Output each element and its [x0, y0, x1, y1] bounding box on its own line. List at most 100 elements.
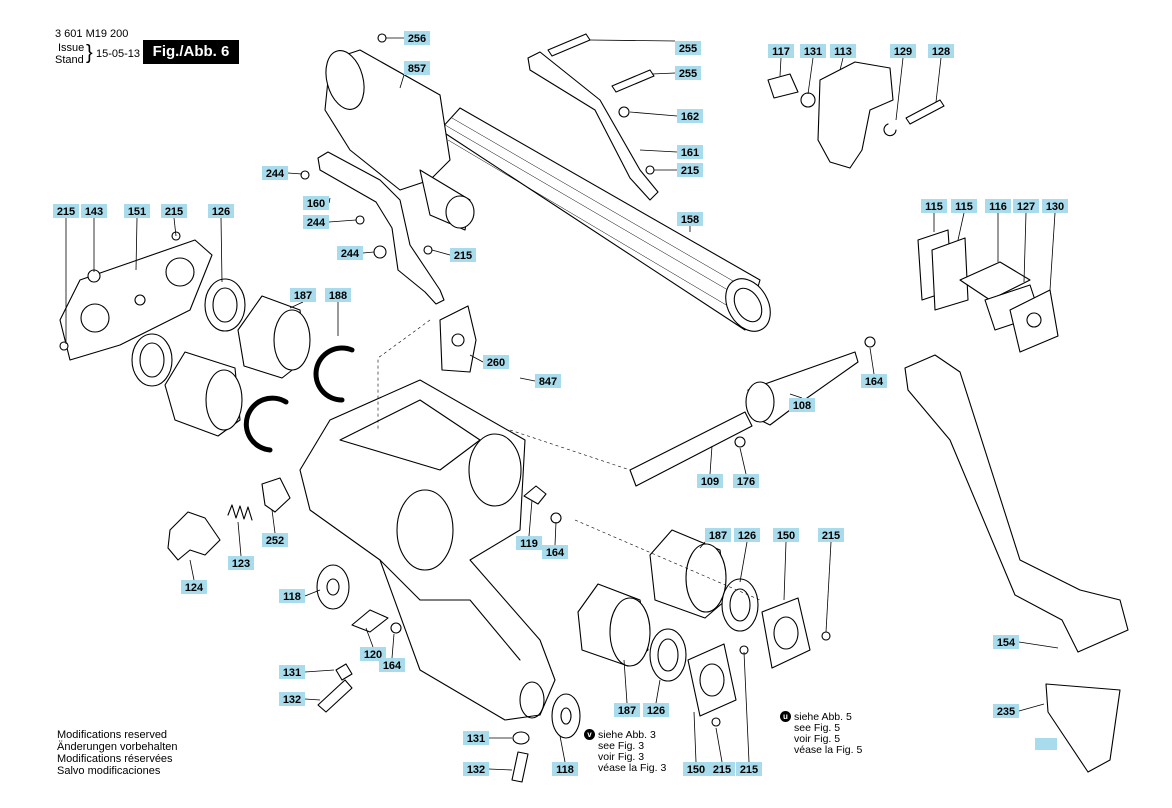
leader-line [655, 679, 661, 704]
callout-number: 126 [738, 530, 756, 542]
callout-box [228, 556, 254, 570]
callout-number: 118 [283, 591, 301, 603]
callout-box [800, 44, 826, 58]
callout-box [516, 536, 542, 550]
callout-box [697, 474, 723, 488]
callout-box [614, 703, 640, 717]
see-fig5-note: siehe Abb. 5 see Fig. 5 voir Fig. 5 véas… [794, 712, 862, 756]
callout-box [675, 41, 701, 55]
callout-box [773, 528, 799, 542]
filter-116 [959, 261, 1031, 301]
plate-150-a [761, 597, 811, 669]
ring-126-d [649, 628, 687, 682]
callout-box [1013, 199, 1039, 213]
see-fig3-marker: v [584, 729, 595, 740]
leader-line [895, 57, 904, 121]
clip-119 [523, 485, 547, 505]
callout-box [262, 166, 288, 180]
leader-line [391, 633, 395, 659]
nut-131-a [335, 663, 353, 681]
note-line: véase la Fig. 3 [598, 762, 667, 774]
note-line: véase la Fig. 5 [794, 744, 863, 756]
main-housing [299, 379, 556, 721]
leader-line [807, 57, 814, 95]
callout-number: 857 [408, 63, 426, 75]
callout-number: 120 [364, 649, 382, 661]
callout-box [861, 374, 887, 388]
screw-176 [734, 436, 746, 448]
filter-130 [1009, 289, 1059, 353]
callout-number: 187 [618, 705, 636, 717]
callout-number: 127 [1017, 201, 1035, 213]
leader-line [589, 39, 676, 42]
notice-line: Salvo modificaciones [57, 765, 161, 777]
leader-line [839, 57, 844, 71]
callout-box [734, 528, 760, 542]
callout-number: 164 [546, 547, 565, 559]
callout-number: 255 [679, 68, 697, 80]
callout-number: 123 [232, 558, 250, 570]
leader-line [220, 217, 223, 283]
callout-box [709, 762, 735, 776]
callout-number: 113 [834, 46, 852, 58]
callout-number: 164 [383, 660, 402, 672]
screw-164-a [864, 336, 876, 348]
leader-line [715, 727, 723, 763]
spring-123 [227, 504, 253, 521]
callout-number: 188 [329, 290, 347, 302]
callout-number: 252 [266, 535, 284, 547]
color-swatch [1035, 738, 1057, 750]
callout-number: 215 [713, 764, 731, 776]
leader-line [362, 251, 375, 254]
leader-line [189, 559, 195, 581]
washer-118-b [551, 693, 581, 739]
callout-box [928, 44, 954, 58]
leader-line [271, 509, 276, 534]
screw-244-c [373, 245, 387, 259]
screw-255-a [547, 33, 591, 57]
screw-215-r1 [821, 631, 831, 641]
note-line: see Fig. 5 [794, 722, 841, 734]
callout-number: 235 [997, 706, 1015, 718]
callout-box [643, 703, 669, 717]
callout-number: 115 [925, 201, 943, 213]
callout-number: 215 [454, 250, 472, 262]
leader-line [623, 659, 628, 704]
callout-box [985, 199, 1011, 213]
nut-131-c [800, 92, 816, 108]
bolt-132-a [317, 679, 353, 713]
half-ring-188-a [313, 345, 355, 403]
callout-box [337, 246, 363, 260]
see-fig5-marker: u [780, 711, 791, 722]
callout-number: 108 [793, 400, 811, 412]
callout-box [683, 762, 709, 776]
note-line: voir Fig. 3 [598, 751, 645, 763]
leader-line [869, 347, 875, 375]
leader-line [519, 377, 536, 382]
callout-box [677, 109, 703, 123]
leader-line [639, 149, 678, 153]
leader-line [935, 57, 942, 103]
screw-164-b [550, 512, 562, 524]
leader-line [789, 393, 803, 399]
callout-number: 119 [520, 538, 538, 550]
callout-box [161, 204, 187, 218]
callout-box [208, 204, 234, 218]
callout-box [830, 44, 856, 58]
half-ring-188-b [243, 395, 289, 453]
callout-number: 151 [128, 206, 146, 218]
leader-line [783, 541, 787, 601]
callout-number: 260 [487, 357, 505, 369]
leader-line [431, 249, 451, 256]
notice-line: Modifications reserved [57, 729, 168, 741]
callout-box [450, 248, 476, 262]
callout-number: 130 [1046, 201, 1064, 213]
callout-number: 160 [307, 198, 325, 210]
callout-box [303, 215, 329, 229]
leader-line [469, 354, 484, 363]
callout-box [303, 196, 329, 210]
callout-box [993, 635, 1019, 649]
screw-162 [618, 106, 630, 118]
callout-box [552, 762, 578, 776]
